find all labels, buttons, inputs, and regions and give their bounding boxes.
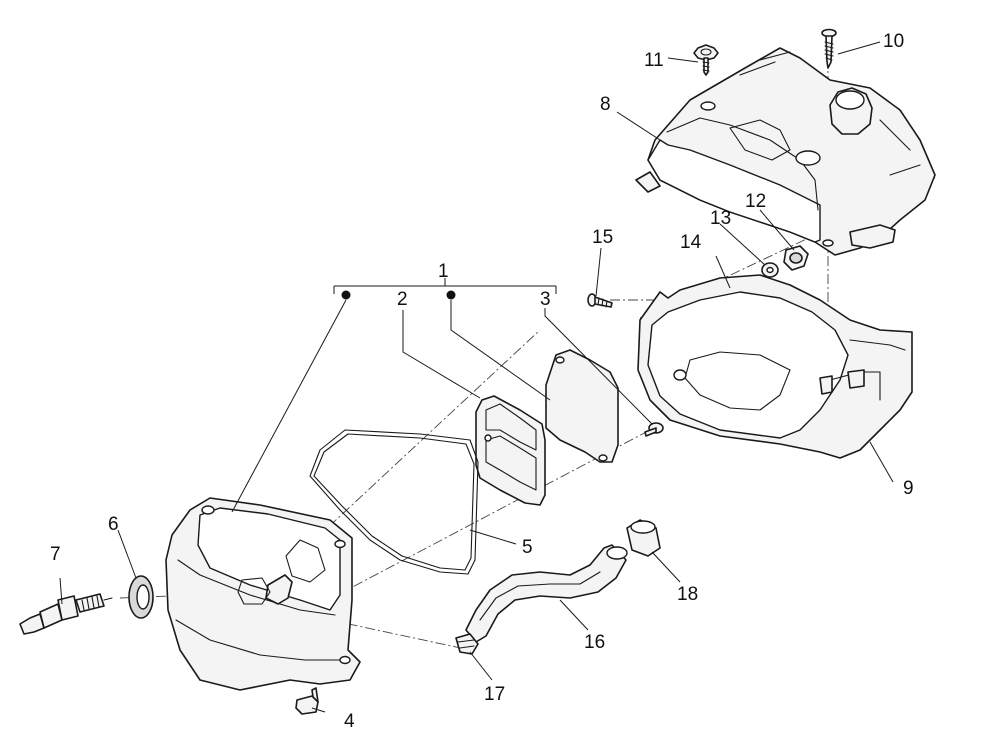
callout-6: 6 (108, 514, 119, 535)
callout-10: 10 (883, 31, 904, 52)
callout-2: 2 (397, 289, 408, 310)
set-dot-left (341, 290, 351, 300)
callout-9: 9 (903, 478, 914, 499)
grommet-part-12 (783, 245, 809, 271)
set-dot-right (446, 290, 456, 300)
seal-ring-part-6 (128, 575, 154, 619)
bolt-part-4 (295, 687, 319, 715)
callout-3: 3 (540, 289, 551, 310)
hose-clamp-part-17 (455, 633, 479, 655)
baffle-plate-rear (545, 349, 619, 463)
gasket-part-5 (309, 429, 479, 575)
callout-17: 17 (484, 684, 505, 705)
callout-18: 18 (677, 584, 698, 605)
screw-part-3 (644, 422, 664, 437)
upper-cover-part-8 (635, 47, 936, 256)
valve-plate-part-2 (475, 395, 546, 506)
callout-4: 4 (344, 711, 355, 732)
callout-labels: 1 2 3 4 5 6 7 8 9 10 11 12 13 14 15 16 1… (50, 31, 914, 732)
callout-7: 7 (50, 544, 61, 565)
callout-5: 5 (522, 537, 533, 558)
set-bracket (333, 278, 557, 300)
callout-13: 13 (710, 208, 731, 229)
lower-cover-part-9 (637, 274, 913, 459)
head-cover-part-1 (165, 497, 361, 691)
hose-part-16 (465, 544, 628, 643)
callout-12: 12 (745, 191, 766, 212)
callout-15: 15 (592, 227, 613, 248)
callout-16: 16 (584, 632, 605, 653)
spark-plug-part-7 (19, 593, 113, 635)
callout-11: 11 (644, 50, 664, 71)
clamp-ring-part-18 (626, 519, 661, 557)
screw-part-15 (587, 293, 613, 308)
knob-part-11 (693, 44, 719, 76)
callout-8: 8 (600, 94, 611, 115)
leader-lines (59, 41, 894, 713)
callout-1: 1 (438, 261, 449, 282)
callout-14: 14 (680, 232, 702, 253)
screw-part-10 (821, 28, 837, 69)
washer-part-13 (761, 262, 779, 278)
